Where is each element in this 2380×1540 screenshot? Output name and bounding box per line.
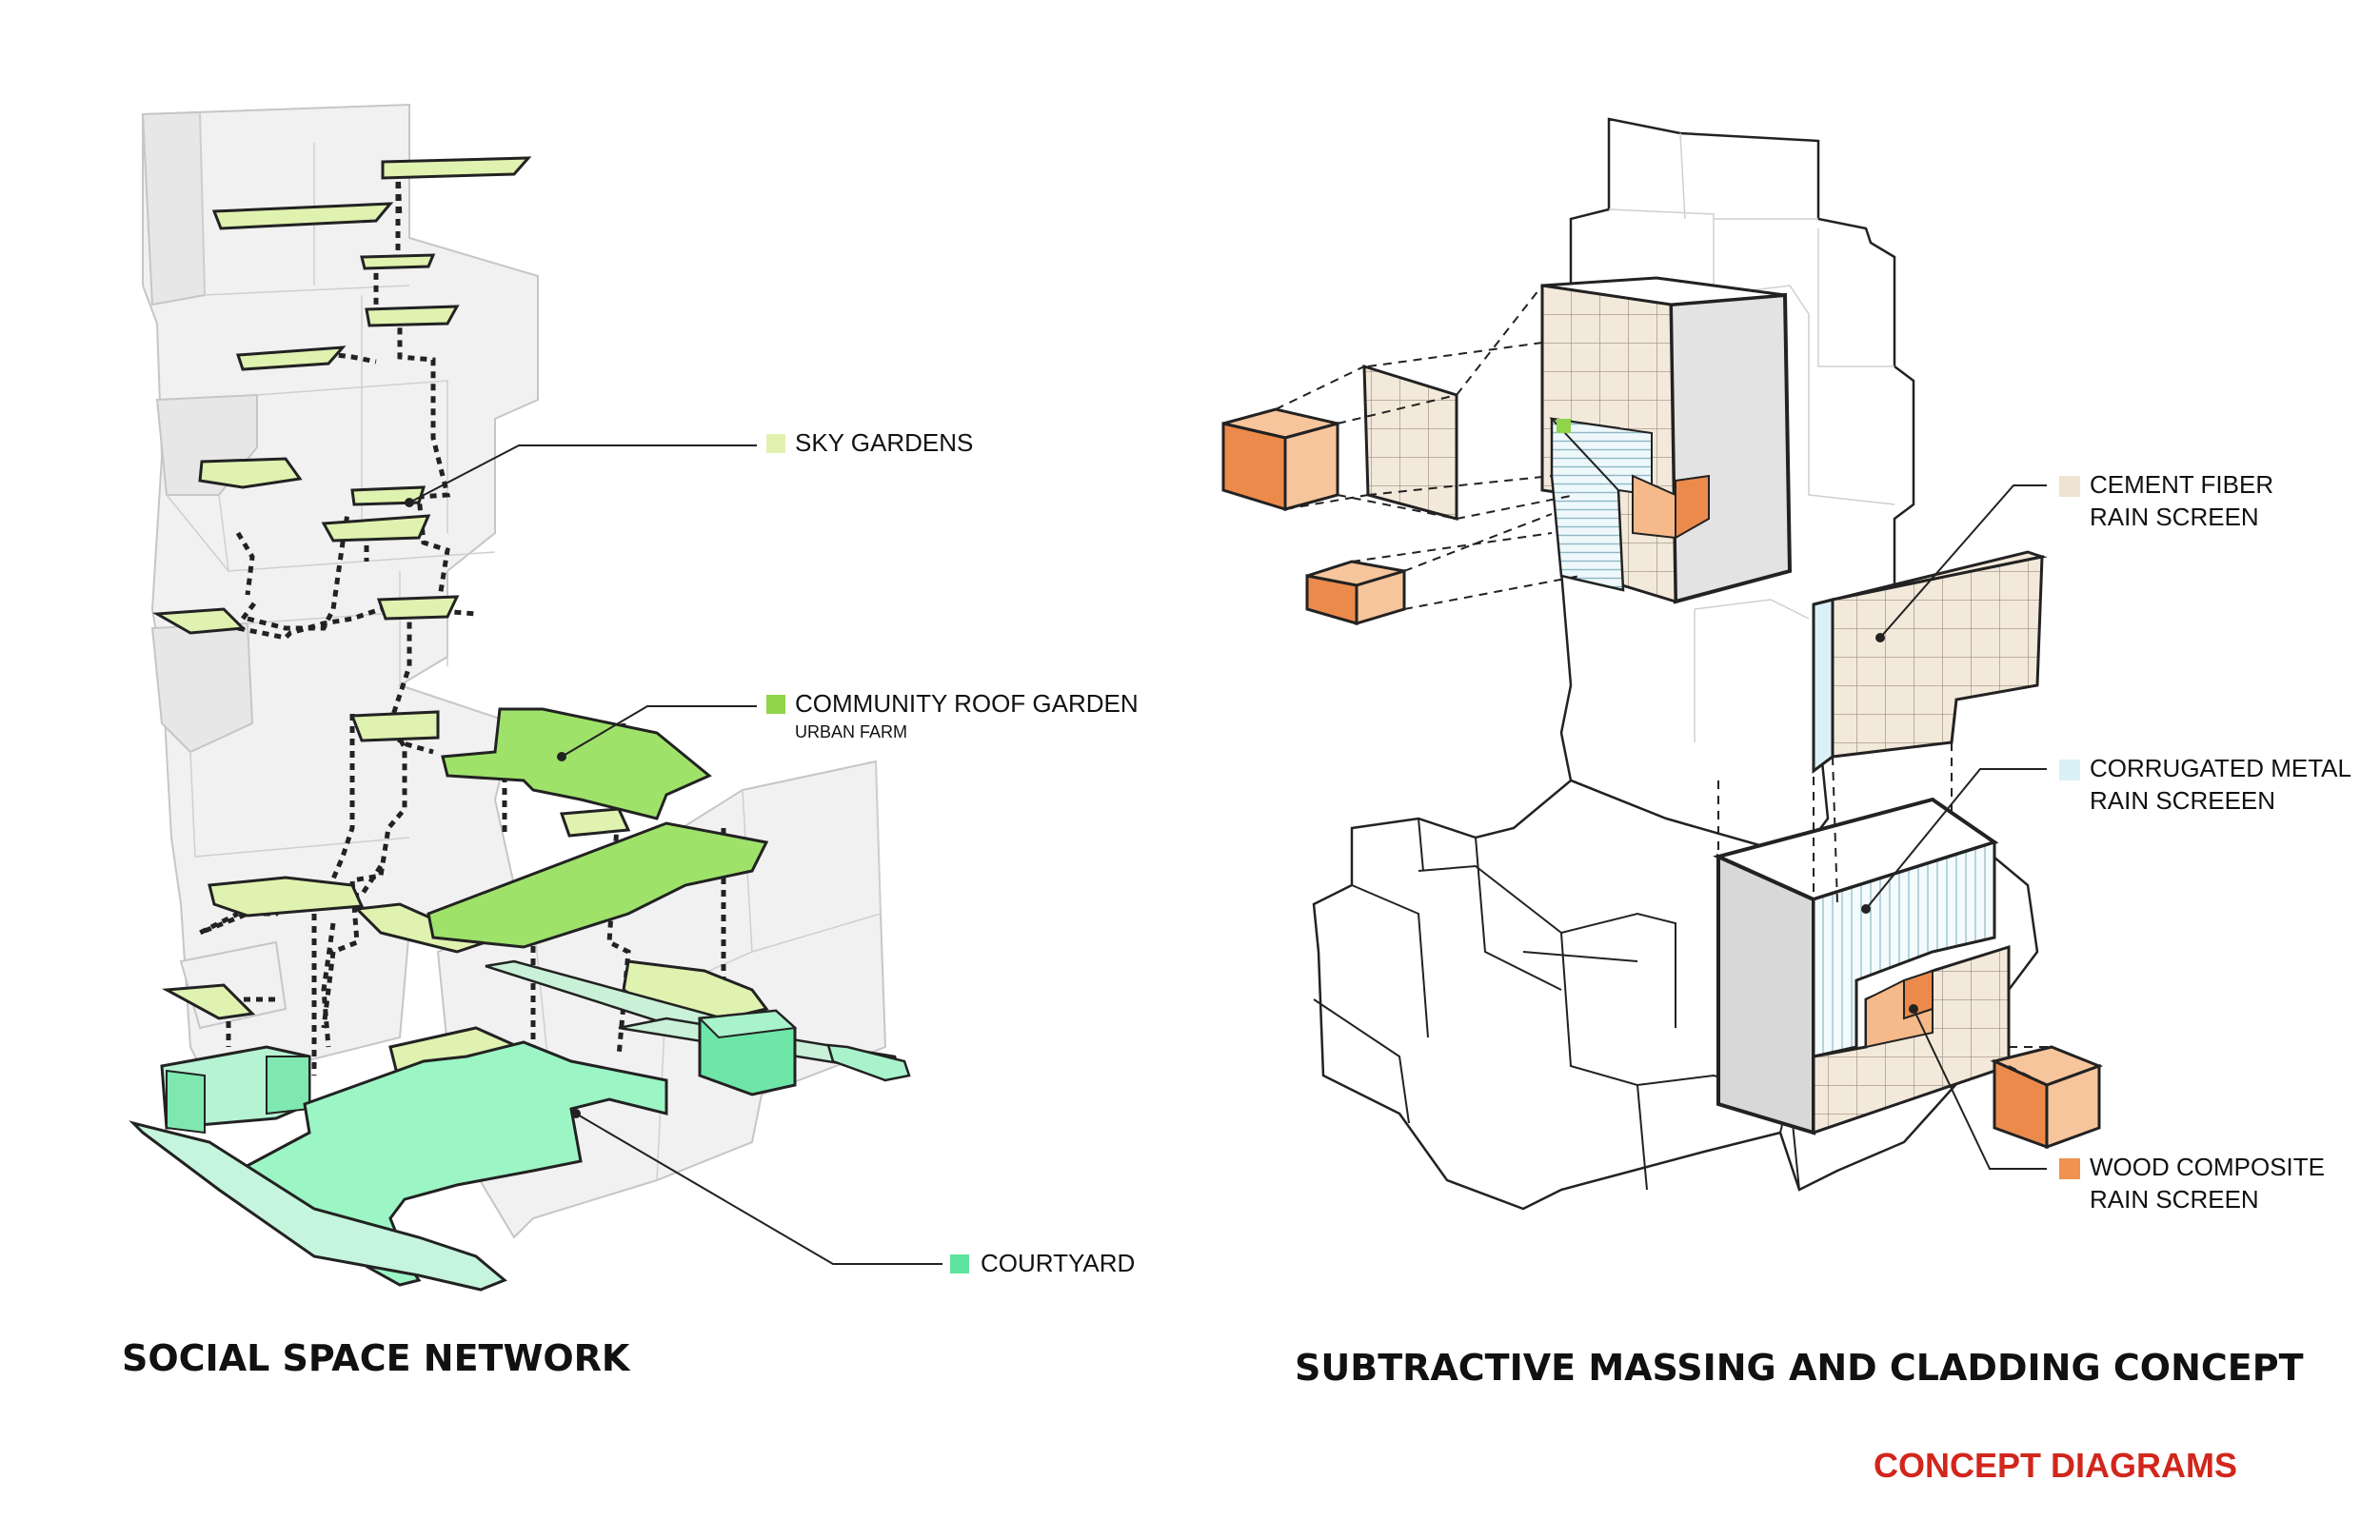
courtyard-walkway (826, 1043, 911, 1082)
sheet-title: CONCEPT DIAGRAMS (1874, 1446, 2237, 1485)
wood-box-large-side (1283, 422, 1339, 511)
sky-garden-plate (360, 253, 436, 270)
courtyard-swatch (950, 1254, 969, 1273)
subtractive-massing-diagram (1221, 117, 2104, 1211)
wood-box-small-front (1305, 574, 1359, 625)
cement-fiber-label-line2: RAIN SCREEN (2090, 503, 2259, 531)
wood-composite-label-line2: RAIN SCREEN (2090, 1185, 2259, 1214)
upper-box-accent (1557, 419, 1571, 433)
courtyard-label: COURTYARD (981, 1249, 1135, 1277)
corrugated-metal-label-line2: RAIN SCREEEN (2090, 786, 2275, 815)
corrugated-metal-swatch (2059, 760, 2080, 780)
right-diagram-title: SUBTRACTIVE MASSING AND CLADDING CONCEPT (1295, 1347, 2304, 1389)
upper-box-wood-inner (1675, 474, 1710, 540)
sky-garden-plate (235, 346, 347, 371)
courtyard-arc (129, 1120, 507, 1292)
sky-garden-plate (381, 156, 532, 180)
lower-box-wood-inner (1903, 969, 1934, 1020)
sky-garden-plate (365, 305, 460, 327)
cement-fiber-label-line1: CEMENT FIBER (2090, 470, 2273, 499)
upper-exploded-pieces (1221, 285, 1581, 626)
wood-composite-swatch (2059, 1158, 2080, 1179)
mid-cladding-panel (1812, 550, 2048, 774)
left-diagram-title: SOCIAL SPACE NETWORK (122, 1337, 631, 1379)
mid-panel-edge (1812, 598, 1835, 774)
upper-carved-box (1540, 276, 1793, 604)
courtyard (129, 1009, 911, 1292)
sky-garden-plate (376, 595, 460, 621)
roof-garden-lower (426, 821, 769, 949)
sky-garden-plate (211, 202, 394, 230)
upper-box-side (1668, 292, 1793, 604)
roof-garden-label: COMMUNITY ROOF GARDEN (795, 689, 1139, 718)
community-roof-garden (426, 707, 902, 1082)
cement-fiber-panel (1362, 364, 1458, 521)
courtyard-pavilion-top (697, 1009, 798, 1039)
courtyard-block-side (166, 1069, 206, 1135)
wood-box-large-front (1221, 422, 1287, 512)
sky-gardens-swatch (766, 434, 785, 453)
wood-composite-label-line1: WOOD COMPOSITE (2090, 1153, 2325, 1181)
sky-gardens-label: SKY GARDENS (795, 428, 973, 457)
lower-wood-box-side (2045, 1063, 2101, 1150)
roof-garden-sublabel: URBAN FARM (795, 722, 907, 741)
sky-garden-plate (198, 457, 303, 489)
sky-garden-plate (559, 807, 631, 838)
legend-left: SKY GARDENS COMMUNITY ROOF GARDEN URBAN … (766, 428, 1139, 1277)
sky-garden-plate (151, 607, 247, 635)
sky-garden-plate (208, 876, 365, 918)
corrugated-metal-label-line1: CORRUGATED METAL (2090, 754, 2351, 782)
roof-garden-swatch (766, 695, 785, 714)
lower-carved-box (1713, 742, 2011, 1135)
sky-garden-plate (321, 514, 431, 543)
sky-garden-plate (161, 983, 256, 1020)
lower-wood-box (1990, 1045, 2104, 1150)
legend-right: CEMENT FIBER RAIN SCREEN CORRUGATED META… (2059, 470, 2351, 1214)
sky-garden-plate (349, 710, 440, 742)
lower-box-side (1716, 853, 1815, 1135)
social-space-network-diagram (129, 103, 942, 1292)
roof-garden-upper (441, 707, 712, 820)
cement-fiber-swatch (2059, 476, 2080, 497)
courtyard-block-side (266, 1056, 310, 1116)
